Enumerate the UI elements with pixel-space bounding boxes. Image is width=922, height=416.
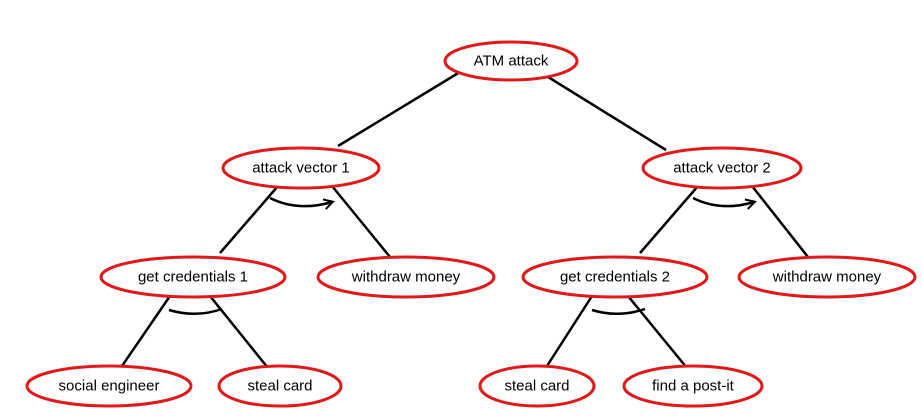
node-attack-vector-2: attack vector 2 <box>641 146 803 190</box>
edge-credentials2-stealcard <box>545 295 594 367</box>
node-root: ATM attack <box>443 40 579 82</box>
node-attack-vector-1-label: attack vector 1 <box>252 160 350 177</box>
node-withdraw-money-2-label: withdraw money <box>772 269 882 286</box>
edge-vector2-credentials2 <box>639 185 699 254</box>
node-withdraw-money-1-label: withdraw money <box>351 269 461 286</box>
node-get-credentials-2-label: get credentials 2 <box>560 269 670 286</box>
node-steal-card-1-ellipse <box>217 364 343 408</box>
node-steal-card-2: steal card <box>478 364 596 408</box>
node-attack-vector-2-ellipse <box>641 146 803 190</box>
node-social-engineer: social engineer <box>25 364 193 408</box>
edges <box>120 70 809 369</box>
node-withdraw-money-1: withdraw money <box>316 255 496 299</box>
edge-credentials1-stealcard <box>209 295 269 369</box>
and-arc-credentials2 <box>591 307 646 315</box>
node-root-ellipse <box>443 40 579 82</box>
node-get-credentials-2: get credentials 2 <box>521 255 709 299</box>
node-get-credentials-2-ellipse <box>521 255 709 299</box>
node-steal-card-2-ellipse <box>478 364 596 408</box>
node-root-label: ATM attack <box>474 53 549 70</box>
node-attack-vector-1-ellipse <box>221 146 381 190</box>
and-arc-credentials1 <box>168 307 223 315</box>
node-get-credentials-1-ellipse <box>99 255 287 299</box>
node-get-credentials-1: get credentials 1 <box>99 255 287 299</box>
node-get-credentials-1-label: get credentials 1 <box>138 269 248 286</box>
node-social-engineer-ellipse <box>25 364 193 408</box>
edge-credentials2-postit <box>627 295 688 369</box>
edge-vector2-withdraw2 <box>751 185 809 258</box>
node-attack-vector-1: attack vector 1 <box>221 146 381 190</box>
edge-vector1-credentials1 <box>219 185 279 254</box>
edge-vector1-withdraw1 <box>331 185 391 258</box>
node-social-engineer-label: social engineer <box>59 378 160 395</box>
node-steal-card-1: steal card <box>217 364 343 408</box>
nodes: ATM attack attack vector 1 attack vector… <box>25 40 917 408</box>
node-withdraw-money-2-ellipse <box>737 255 917 299</box>
node-withdraw-money-1-ellipse <box>316 255 496 299</box>
node-find-post-it-ellipse <box>622 364 764 408</box>
ordered-and-arc-vector1 <box>269 196 332 206</box>
ordered-and-arc-vector2 <box>692 196 754 206</box>
node-withdraw-money-2: withdraw money <box>737 255 917 299</box>
edge-credentials1-social <box>120 295 172 367</box>
edge-root-vector2 <box>539 70 667 152</box>
node-attack-vector-2-label: attack vector 2 <box>673 160 771 177</box>
edge-root-vector1 <box>337 70 461 148</box>
node-find-post-it: find a post-it <box>622 364 764 408</box>
node-steal-card-1-label: steal card <box>247 378 312 395</box>
conjunction-arcs <box>168 196 754 315</box>
node-find-post-it-label: find a post-it <box>652 378 735 395</box>
node-steal-card-2-label: steal card <box>504 378 569 395</box>
